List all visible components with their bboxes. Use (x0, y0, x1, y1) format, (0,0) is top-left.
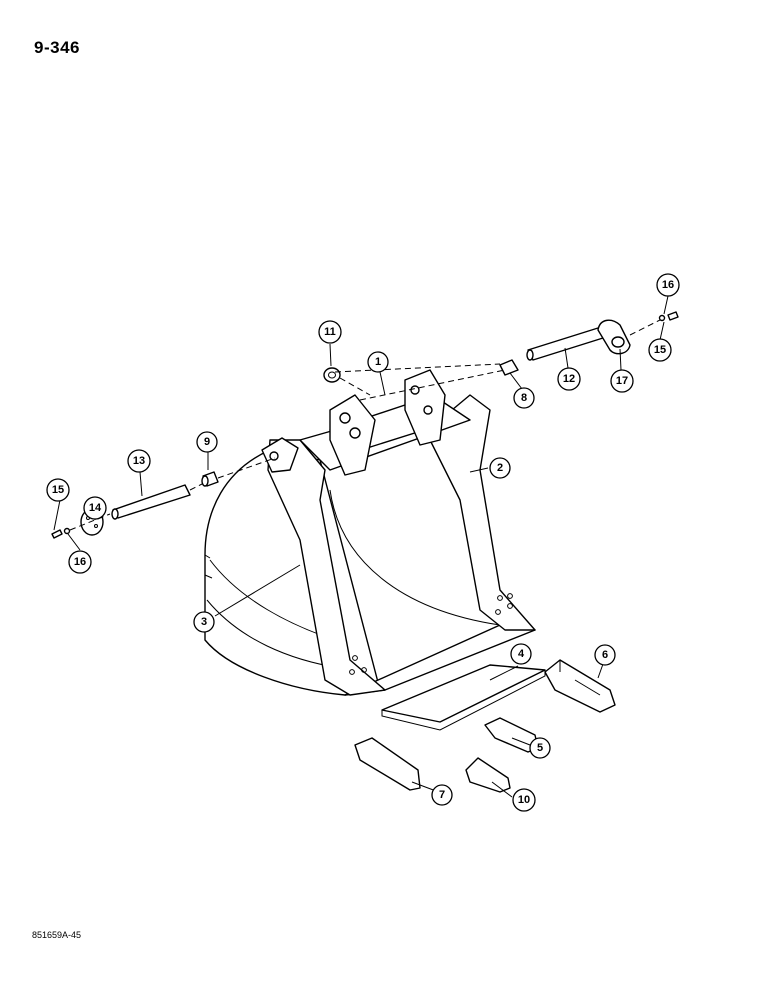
callout-1: 1 (367, 351, 389, 373)
pin-right (527, 327, 604, 361)
callout-label: 13 (133, 455, 145, 467)
washer-top (323, 367, 341, 383)
tooth-point (465, 757, 511, 793)
callout-label: 14 (89, 502, 102, 514)
callout-9: 9 (196, 431, 218, 453)
callout-16-left: 16 (68, 550, 92, 574)
callout-label: 8 (521, 392, 527, 404)
callout-6: 6 (594, 644, 616, 666)
callout-2: 2 (489, 457, 511, 479)
callout-label: 15 (654, 344, 666, 356)
tooth-corner (354, 737, 421, 791)
callout-label: 4 (518, 648, 525, 660)
callout-label: 5 (537, 742, 543, 754)
callout-10: 10 (512, 788, 536, 812)
callout-label: 6 (602, 649, 608, 661)
callout-label: 3 (201, 616, 207, 628)
callout-label: 1 (375, 356, 381, 368)
callout-8: 8 (513, 387, 535, 409)
callout-11: 11 (318, 320, 342, 344)
callout-4: 4 (510, 643, 532, 665)
callout-12: 12 (557, 367, 581, 391)
leader-lines (53, 295, 669, 798)
callout-label: 17 (616, 375, 628, 387)
document-code: 851659A-45 (32, 930, 82, 940)
callout-label: 10 (518, 794, 530, 806)
callout-3: 3 (193, 611, 215, 633)
callout-14: 14 (83, 496, 107, 520)
pin-left (112, 484, 191, 519)
callout-17: 17 (610, 369, 634, 393)
bucket-body (204, 369, 536, 696)
bushing-right (499, 359, 519, 376)
callout-16-right: 16 (656, 273, 680, 297)
callout-label: 7 (439, 789, 445, 801)
callout-label: 16 (662, 279, 674, 291)
page-number: 9-346 (34, 38, 80, 57)
callout-15-left: 15 (46, 478, 70, 502)
callout-label: 2 (497, 462, 503, 474)
callout-label: 11 (324, 326, 336, 338)
callout-label: 16 (74, 556, 86, 568)
side-cutter (544, 659, 616, 713)
callout-15-right: 15 (648, 338, 672, 362)
callout-label: 12 (563, 373, 575, 385)
callout-7: 7 (431, 784, 453, 806)
callout-13: 13 (127, 449, 151, 473)
callout-5: 5 (529, 737, 551, 759)
callout-label: 9 (204, 436, 210, 448)
callout-label: 15 (52, 484, 64, 496)
retainer-plate-right (597, 319, 631, 355)
